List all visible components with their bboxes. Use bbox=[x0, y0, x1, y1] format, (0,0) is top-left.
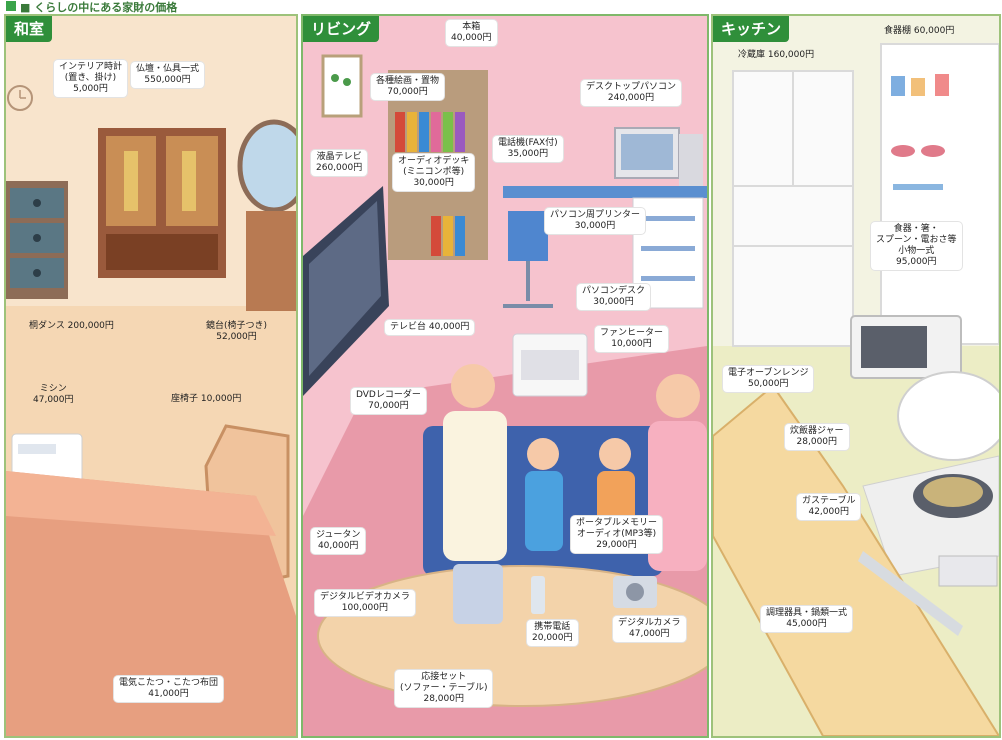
mobile-phone-icon bbox=[531, 576, 545, 614]
label-digital-camera: デジタルカメラ 47,000円 bbox=[613, 616, 686, 642]
desk-chair-icon bbox=[508, 211, 548, 261]
label-video-camera: デジタルビデオカメラ 100,000円 bbox=[315, 590, 415, 616]
washitsu-illustration bbox=[6, 16, 296, 736]
page-title: ■ くらしの中にある家財の価格 bbox=[0, 0, 1002, 14]
label-microwave-oven: 電子オーブンレンジ 50,000円 bbox=[723, 366, 814, 392]
kyoudai-mirror-icon bbox=[237, 119, 296, 213]
label-reception-set: 応接セット (ソファー・テーブル) 28,000円 bbox=[395, 670, 493, 707]
label-bookshelf: 本箱 40,000円 bbox=[446, 20, 497, 46]
label-rice-cooker: 炊飯器ジャー 28,000円 bbox=[785, 424, 849, 450]
label-kyoudai: 鏡台(椅子つき) 52,000円 bbox=[206, 321, 268, 342]
room-title-washitsu: 和室 bbox=[6, 16, 53, 42]
label-cupboard: 食器棚 60,000円 bbox=[884, 26, 955, 36]
label-refrigerator: 冷蔵庫 160,000円 bbox=[738, 50, 815, 60]
child-icon bbox=[599, 438, 631, 470]
kotatsu-icon bbox=[6, 471, 296, 736]
label-mobile-phone: 携帯電話 20,000円 bbox=[527, 620, 578, 646]
label-tableware: 食器・箸・ スプーン・電おさ等 小物一式 95,000円 bbox=[871, 222, 962, 270]
label-printer: パソコン周プリンター 30,000円 bbox=[545, 208, 646, 234]
label-audio-deck: オーディオデッキ (ミニコンポ等) 30,000円 bbox=[393, 154, 475, 191]
knife-icon bbox=[858, 551, 963, 636]
label-fan-heater: ファンヒーター 10,000円 bbox=[595, 326, 669, 352]
father-icon bbox=[451, 364, 495, 408]
label-desktop-pc: デスクトップパソコン 240,000円 bbox=[581, 80, 682, 106]
mother-icon bbox=[656, 374, 700, 418]
pc-desk-icon bbox=[503, 186, 707, 198]
label-pc-desk: パソコンデスク 30,000円 bbox=[577, 284, 651, 310]
label-phone-fax: 電話機(FAX付) 35,000円 bbox=[493, 136, 563, 162]
painting-icon bbox=[321, 54, 363, 118]
label-paintings: 各種絵画・置物 70,000円 bbox=[371, 74, 445, 100]
label-portable-audio: ポータブルメモリー オーディオ(MP3等) 29,000円 bbox=[571, 516, 663, 553]
label-sewing-machine: ミシン 47,000円 bbox=[33, 384, 74, 405]
room-panel-living: リビング 本箱 40,000円 各種絵画・置物 70,000円 デスクトップパソ… bbox=[301, 14, 709, 738]
room-panel-washitsu: 和室 インテリア時計 (置き、掛け) 5,000円 仏壇・仏具一式 550,00… bbox=[4, 14, 298, 738]
kitchen-illustration bbox=[713, 16, 999, 736]
label-dvd-recorder: DVDレコーダー 70,000円 bbox=[351, 388, 426, 414]
video-camera-icon bbox=[453, 564, 503, 624]
label-zaisu: 座椅子 10,000円 bbox=[171, 394, 242, 404]
label-carpet: ジュータン 40,000円 bbox=[311, 528, 366, 554]
wall-clock-icon bbox=[7, 85, 33, 111]
label-interior-clock: インテリア時計 (置き、掛け) 5,000円 bbox=[54, 60, 128, 97]
page-title-text: ■ くらしの中にある家財の価格 bbox=[20, 1, 178, 14]
room-panel-kitchen: キッチン 冷蔵庫 160,000円 食器棚 60,000円 食器・箸・ スプーン… bbox=[711, 14, 1001, 738]
label-kotatsu: 電気こたつ・こたつ布団 41,000円 bbox=[114, 676, 224, 702]
label-gas-table: ガステーブル 42,000円 bbox=[797, 494, 861, 520]
room-title-kitchen: キッチン bbox=[713, 16, 790, 42]
rice-cooker-icon bbox=[897, 371, 999, 461]
label-tv-stand: テレビ台 40,000円 bbox=[385, 320, 475, 335]
label-cooking-utensils: 調理器具・鍋類一式 45,000円 bbox=[761, 606, 853, 632]
label-lcd-tv: 液晶テレビ 260,000円 bbox=[311, 150, 368, 176]
label-kiri-tansu: 桐ダンス 200,000円 bbox=[29, 321, 114, 331]
child-icon bbox=[527, 438, 559, 470]
pot-icon bbox=[938, 555, 998, 587]
room-title-living: リビング bbox=[303, 16, 380, 42]
title-square-icon bbox=[6, 1, 16, 11]
label-butsudan: 仏壇・仏具一式 550,000円 bbox=[131, 62, 205, 88]
